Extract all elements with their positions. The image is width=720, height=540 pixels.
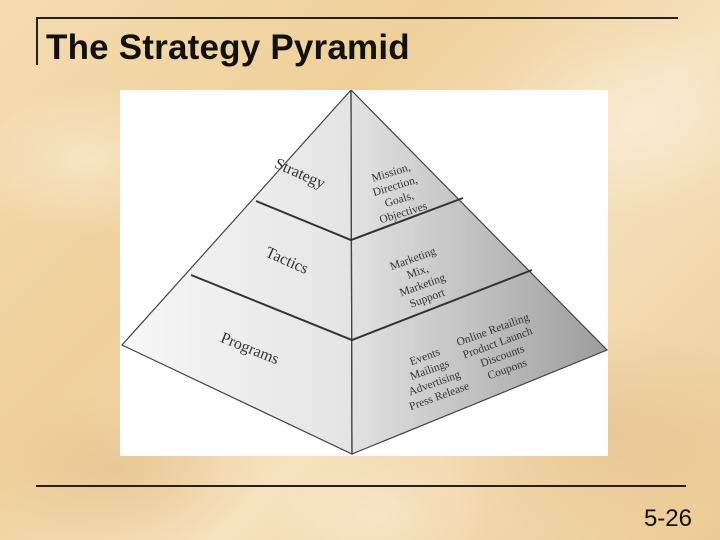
pyramid-left-face — [121, 90, 353, 455]
pyramid-right-face — [350, 90, 608, 455]
tier-divider-strategy-tactics — [255, 197, 464, 242]
pyramid-figure: Strategy Mission, Direction, Goals, Obje… — [120, 90, 608, 456]
bottom-rule — [36, 485, 686, 487]
tier-divider-tactics-programs — [190, 269, 533, 342]
left-rule — [36, 17, 38, 65]
page-number: 5-26 — [643, 505, 692, 532]
slide-title: The Strategy Pyramid — [46, 28, 410, 67]
top-rule — [36, 17, 678, 19]
pyramid-front-edge — [350, 90, 353, 455]
